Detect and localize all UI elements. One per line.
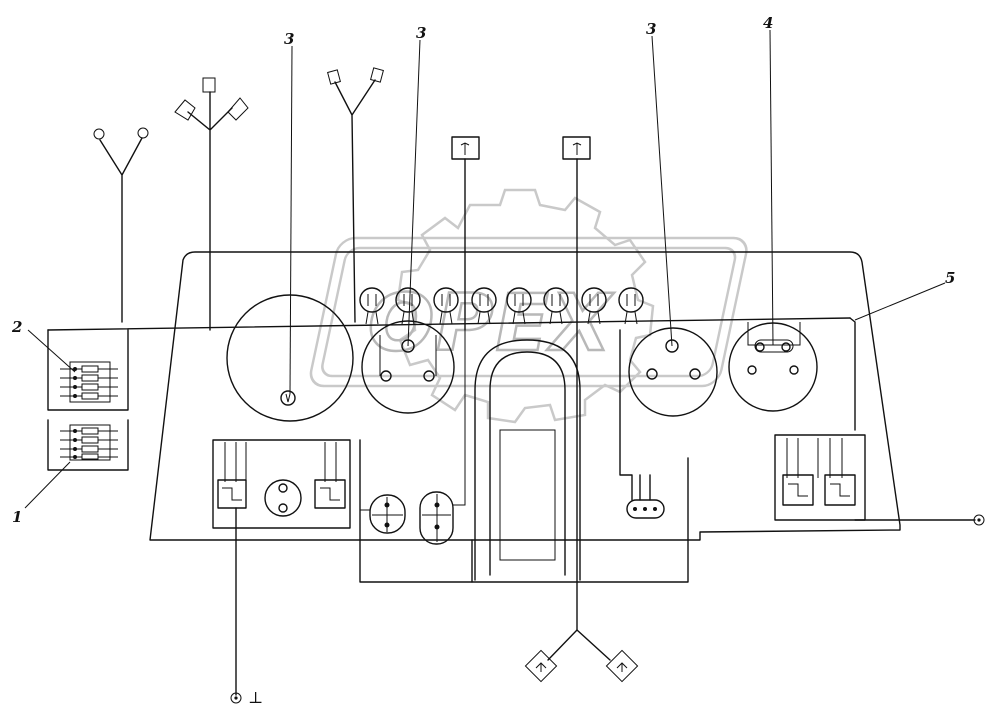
output-terminal <box>973 514 985 526</box>
connector-top <box>202 77 216 93</box>
indicator-lamp-filament <box>367 294 377 306</box>
gauge-terminal <box>380 370 392 382</box>
callout-label-1: 1 <box>12 508 22 526</box>
indicator-lamp-leads <box>439 311 453 325</box>
callout-label-5: 5 <box>945 269 955 287</box>
indicator-lamp-filament <box>479 294 489 306</box>
watermark-frame <box>309 236 748 388</box>
indicator-lamp-leads <box>365 311 379 325</box>
ground-terminal <box>230 692 242 704</box>
indicator-lamp <box>395 287 421 313</box>
callout-label-3a: 3 <box>284 30 294 48</box>
plug-right-center <box>626 499 665 519</box>
warning-lamp-left <box>264 479 302 517</box>
gauge-cluster-left <box>361 320 455 414</box>
panel-lower-box <box>359 439 689 583</box>
indicator-lamp <box>506 287 532 313</box>
indicator-lamp-leads <box>477 311 491 325</box>
fuse-block-1-body <box>69 424 111 461</box>
indicator-lamp <box>471 287 497 313</box>
harness-right-drop <box>849 317 856 431</box>
main-harness <box>47 317 856 471</box>
central-window-inner <box>499 429 556 561</box>
fuse-block-1 <box>60 424 118 461</box>
branch-plug-connectors <box>327 67 384 323</box>
callout-label-2: 2 <box>11 318 22 336</box>
indicator-lamp-leads <box>549 311 563 325</box>
switch-right-1 <box>782 474 814 506</box>
lamp-center-1 <box>369 494 406 534</box>
indicator-lamp <box>359 287 385 313</box>
leader-5 <box>854 282 946 321</box>
plug-connector-left <box>327 69 341 85</box>
harness-trunk <box>47 317 851 331</box>
switch-group-right <box>774 434 985 526</box>
gauge-large-dial <box>226 294 354 422</box>
leader-1 <box>24 461 71 509</box>
callout-label-4: 4 <box>763 14 773 32</box>
indicator-lamp <box>433 287 459 313</box>
central-arch-inner <box>489 351 566 576</box>
indicator-lamp <box>581 287 607 313</box>
gauge-large-lamp <box>280 390 296 406</box>
callouts: 1 2 3 3 3 4 5 <box>11 14 955 526</box>
gauge-right-2-lamp <box>754 339 794 353</box>
leader-3a <box>289 45 293 395</box>
gauge-center-left <box>361 320 455 414</box>
indicator-lamp-leads <box>587 311 601 325</box>
callout-label-3b: 3 <box>416 24 426 42</box>
diamond-connector-left <box>524 649 558 683</box>
leader-3b <box>407 39 421 347</box>
ring-terminal-right <box>137 127 149 139</box>
top-connectors <box>451 136 591 631</box>
gauge-terminal <box>423 370 435 382</box>
indicator-lamp-leads <box>624 311 638 325</box>
bottom-branch <box>524 629 639 683</box>
fuse-block-2-body <box>69 361 111 403</box>
gauge-cluster-right <box>628 322 818 417</box>
leader-4 <box>769 29 774 346</box>
branch-lamp-connectors <box>174 77 249 331</box>
lamp-pair-center <box>360 330 466 545</box>
branch-ring-terminals <box>93 127 149 323</box>
lamp-connector-right <box>227 97 249 121</box>
fuse-block-lower-outline <box>47 419 129 471</box>
indicator-lamp-filament <box>514 294 524 306</box>
indicator-lamp-filament <box>403 294 413 306</box>
indicator-lamp-filament <box>551 294 561 306</box>
fuse-block-2 <box>60 361 118 403</box>
panel-outline <box>149 251 901 541</box>
indicator-lamp <box>618 287 644 313</box>
connector-right-center <box>619 329 665 519</box>
lamp-connector-left <box>174 99 196 121</box>
switch-right-2 <box>824 474 856 506</box>
switch-group-left: ⊥ <box>212 439 351 707</box>
gauge-large <box>226 294 354 422</box>
indicator-lamp <box>543 287 569 313</box>
diamond-connector-right <box>605 649 639 683</box>
indicator-lamp-filament <box>441 294 451 306</box>
ground-symbol: ⊥ <box>248 688 263 707</box>
indicator-lamp-filament <box>589 294 599 306</box>
switch-left-2 <box>314 479 346 509</box>
switch-left-1 <box>217 479 247 509</box>
gauge-right-1 <box>628 327 718 417</box>
callout-label-3c: 3 <box>646 20 656 38</box>
lamp-center-2 <box>419 491 454 545</box>
dashboard-outline <box>149 251 901 583</box>
indicator-lamp-filament <box>626 294 636 306</box>
leader-3c <box>651 35 673 347</box>
indicator-lamp-row <box>359 287 644 325</box>
watermark-gear <box>396 188 655 424</box>
ring-terminal-left <box>93 128 105 140</box>
indicator-lamp-leads <box>512 311 526 325</box>
leader-2 <box>27 329 76 373</box>
plug-connector-right <box>370 67 384 83</box>
fuse-block-upper-outline <box>47 329 129 411</box>
